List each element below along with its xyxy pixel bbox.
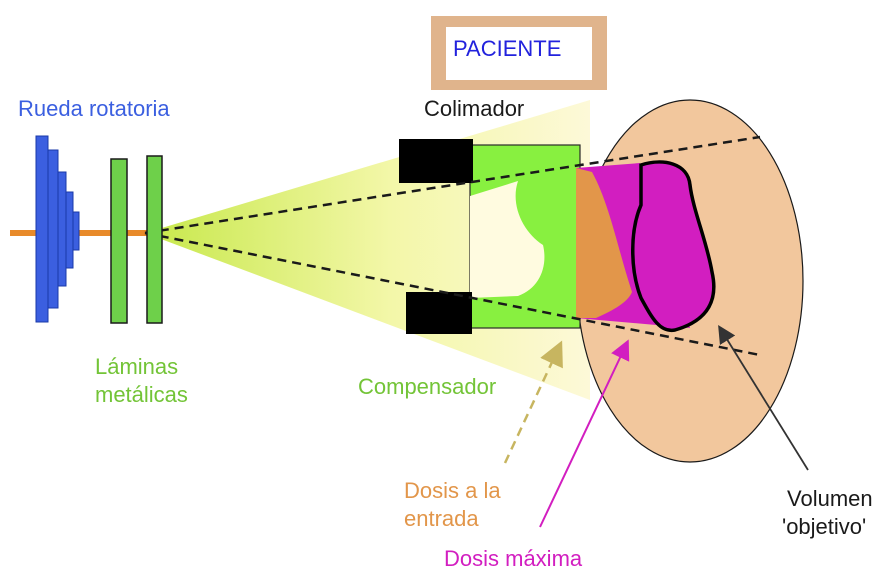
volumen-objetivo-region xyxy=(631,160,716,333)
dosis-entrada-label-line1: Dosis a la xyxy=(404,478,501,503)
laminas-label-line1: Láminas xyxy=(95,354,179,379)
dosis-maxima-arrow xyxy=(539,339,630,528)
paciente-label: PACIENTE xyxy=(453,36,562,61)
lamina-1 xyxy=(110,158,128,324)
dosis-entrada-label-line2: entrada xyxy=(404,506,479,531)
laminas-label-line2: metálicas xyxy=(95,382,188,407)
volumen-objetivo-arrow xyxy=(718,324,809,471)
compensador-label: Compensador xyxy=(358,374,497,399)
rueda-rotatoria-shape xyxy=(35,135,80,323)
volumen-objetivo-label-line1: Volumen xyxy=(787,486,873,511)
dosis-maxima-label: Dosis máxima xyxy=(444,546,583,571)
collimator-lower-jaw xyxy=(406,292,472,334)
volumen-objetivo-label-line2: 'objetivo' xyxy=(782,514,867,539)
dosis-entrada-arrow xyxy=(503,340,563,464)
collimator-upper-jaw xyxy=(399,139,473,183)
colimador-label: Colimador xyxy=(424,96,525,121)
paciente-box xyxy=(446,27,592,80)
dosis-entrada-region xyxy=(576,168,632,318)
lamina-2 xyxy=(146,155,163,324)
rueda-rotatoria-label: Rueda rotatoria xyxy=(18,96,170,121)
beam-edge-upper xyxy=(144,135,761,235)
compensator-cutout xyxy=(470,181,545,298)
